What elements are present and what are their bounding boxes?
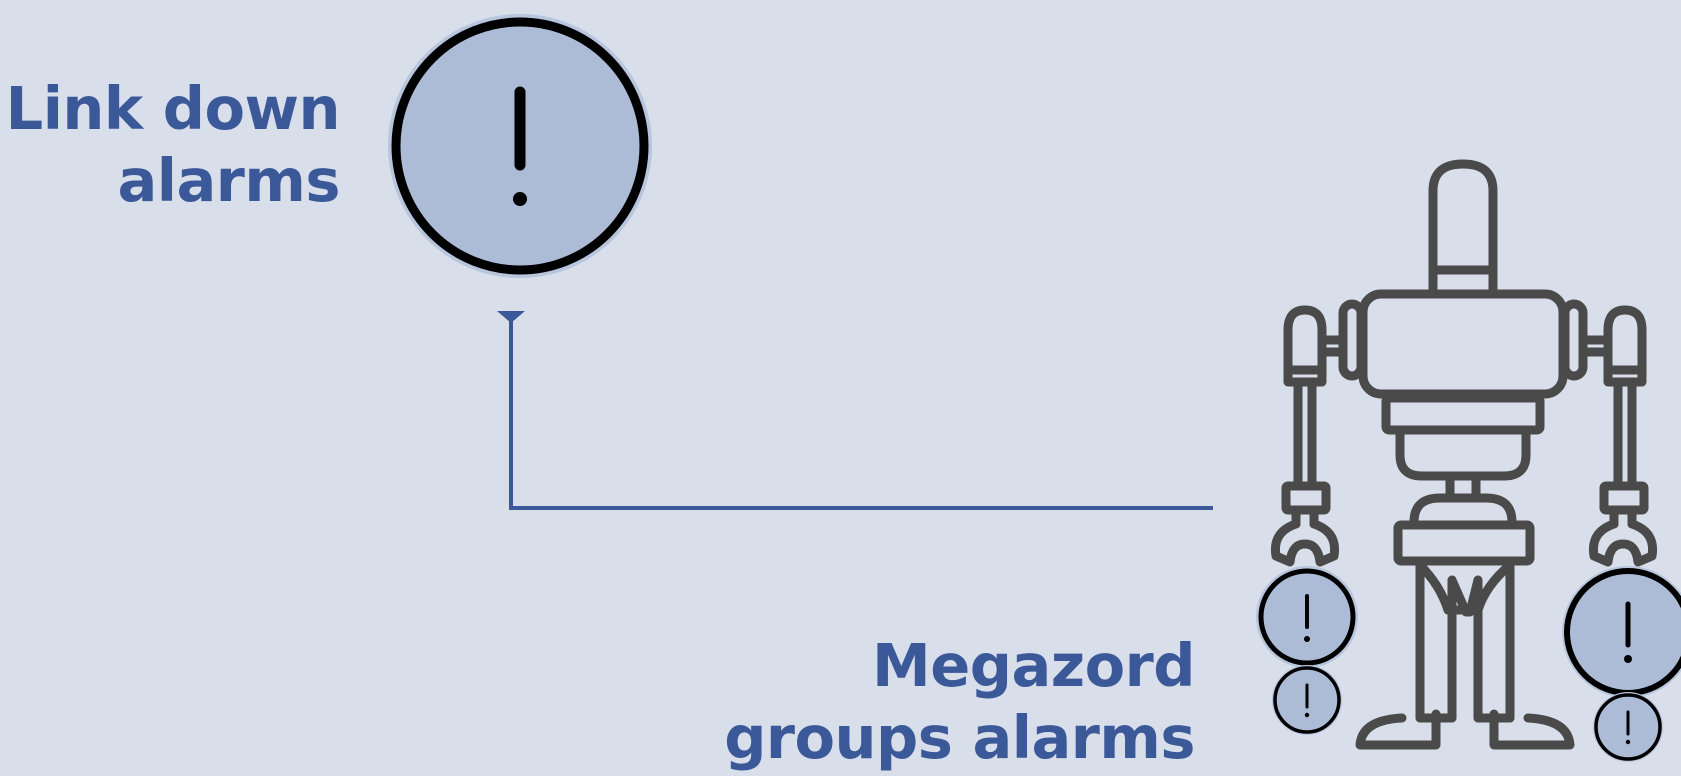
link-down-label-line1: Link down (5, 74, 341, 143)
link-down-label-line2: alarms (117, 146, 340, 215)
megazord-label-line1: Megazord (872, 631, 1195, 700)
megazord-label-line2: groups alarms (724, 703, 1195, 772)
alert-circle-icon (1562, 566, 1681, 698)
robot-icon (1270, 159, 1658, 750)
alert-circle-icon (1593, 692, 1663, 762)
alert-circle-icon (1256, 566, 1358, 668)
link-down-alarms-label: Link down alarms (5, 73, 341, 217)
connector-arrow (497, 311, 1213, 510)
megazord-groups-alarms-label: Megazord groups alarms (724, 630, 1195, 774)
alert-circle-icon (388, 14, 652, 278)
alert-circle-icon (1272, 665, 1342, 735)
